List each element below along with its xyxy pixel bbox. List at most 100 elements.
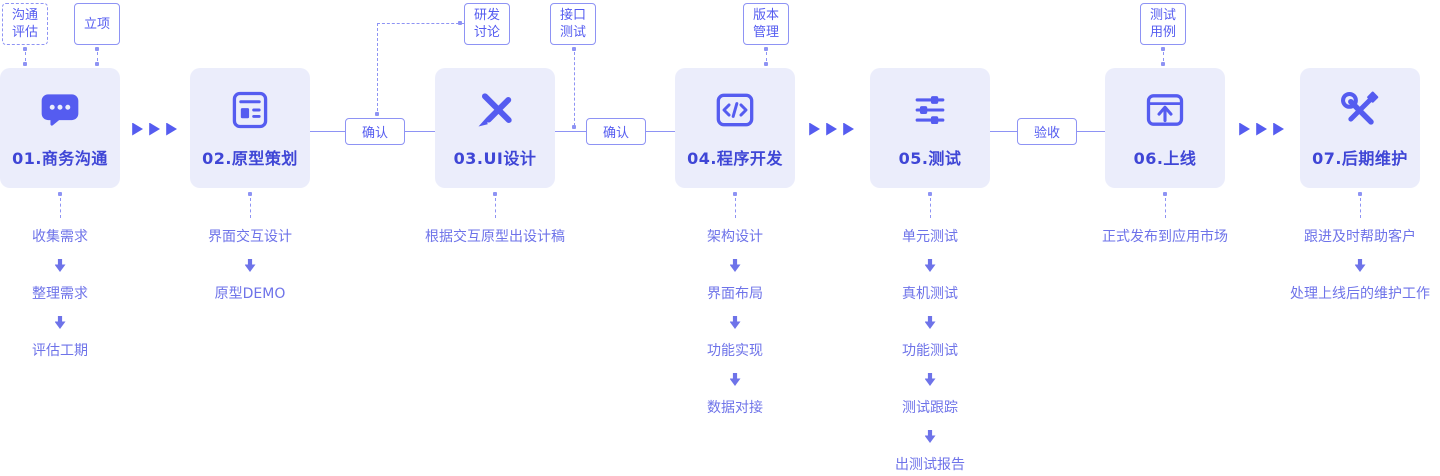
stage-card-prototype-planning: 02.原型策划 xyxy=(190,68,310,188)
stage-title: 01.商务沟通 xyxy=(12,149,108,168)
stage-title: 07.后期维护 xyxy=(1312,149,1408,168)
connector-dot xyxy=(95,62,99,66)
dashed-connector xyxy=(735,198,736,218)
dashed-connector xyxy=(377,23,378,116)
step-item: 功能实现 xyxy=(707,343,763,359)
flow-arrows-icon xyxy=(808,122,854,136)
arrow-right-icon xyxy=(149,122,160,136)
step-item: 整理需求 xyxy=(32,286,88,302)
acceptance-badge: 验收 xyxy=(1017,118,1077,145)
step-item: 跟进及时帮助客户 xyxy=(1304,229,1416,245)
prototype-icon xyxy=(228,88,272,132)
stage-card-business-communication: 01.商务沟通 xyxy=(0,68,120,188)
step-item: 架构设计 xyxy=(707,229,763,245)
step-item: 根据交互原型出设计稿 xyxy=(425,229,565,245)
connector-dot xyxy=(248,192,252,196)
connector-dot xyxy=(493,192,497,196)
connector-dot xyxy=(572,47,576,51)
step-item: 数据对接 xyxy=(707,400,763,416)
tag-api-test: 接口 测试 xyxy=(550,3,596,45)
step-item: 出测试报告 xyxy=(895,457,965,473)
down-arrow-icon xyxy=(54,316,66,329)
tag-version-control: 版本 管理 xyxy=(743,3,789,45)
arrow-right-icon xyxy=(132,122,143,136)
stage-title: 05.测试 xyxy=(898,149,962,168)
confirm-badge: 确认 xyxy=(586,118,646,145)
stage-card-ui-design: 03.UI设计 xyxy=(435,68,555,188)
down-arrow-icon xyxy=(729,316,741,329)
down-arrow-icon xyxy=(924,373,936,386)
down-arrow-icon xyxy=(244,259,256,272)
code-icon xyxy=(713,88,757,132)
confirm-badge: 确认 xyxy=(345,118,405,145)
dashed-connector xyxy=(1165,198,1166,218)
dashed-connector xyxy=(1360,198,1361,218)
step-item: 界面交互设计 xyxy=(208,229,292,245)
step-item: 收集需求 xyxy=(32,229,88,245)
dashed-connector xyxy=(574,52,575,126)
connector-dot xyxy=(23,47,27,51)
stage-title: 02.原型策划 xyxy=(202,149,298,168)
connector-line xyxy=(1077,131,1105,132)
stage-title: 04.程序开发 xyxy=(687,149,783,168)
tag-project-approval: 立项 xyxy=(74,3,120,45)
stage-card-development: 04.程序开发 xyxy=(675,68,795,188)
down-arrow-icon xyxy=(924,316,936,329)
dashed-connector xyxy=(97,52,98,61)
connector-dot xyxy=(95,47,99,51)
down-arrow-icon xyxy=(54,259,66,272)
connector-dot xyxy=(458,21,462,25)
stage-title: 03.UI设计 xyxy=(453,149,537,168)
down-arrow-icon xyxy=(729,259,741,272)
step-item: 处理上线后的维护工作 xyxy=(1290,286,1430,302)
down-arrow-icon xyxy=(1354,259,1366,272)
down-arrow-icon xyxy=(924,259,936,272)
steps-prototype-planning: 界面交互设计 原型DEMO xyxy=(140,227,360,304)
connector-line xyxy=(310,131,345,132)
step-item: 评估工期 xyxy=(32,343,88,359)
connector-line xyxy=(555,131,586,132)
steps-maintenance: 跟进及时帮助客户 处理上线后的维护工作 xyxy=(1250,227,1440,304)
sliders-icon xyxy=(908,88,952,132)
connector-dot xyxy=(733,192,737,196)
arrow-right-icon xyxy=(809,122,820,136)
arrow-right-icon xyxy=(826,122,837,136)
arrow-right-icon xyxy=(1256,122,1267,136)
connector-dot xyxy=(1163,192,1167,196)
connector-dot xyxy=(764,62,768,66)
stage-card-maintenance: 07.后期维护 xyxy=(1300,68,1420,188)
connector-dot xyxy=(928,192,932,196)
dashed-connector xyxy=(1163,52,1164,61)
connector-dot xyxy=(1161,62,1165,66)
steps-testing: 单元测试 真机测试 功能测试 测试跟踪 出测试报告 xyxy=(820,227,1040,475)
launch-icon xyxy=(1143,88,1187,132)
steps-ui-design: 根据交互原型出设计稿 xyxy=(385,227,605,247)
stage-title: 06.上线 xyxy=(1133,149,1197,168)
arrow-right-icon xyxy=(843,122,854,136)
dashed-connector xyxy=(25,52,26,61)
step-item: 原型DEMO xyxy=(214,286,286,302)
connector-dot xyxy=(58,192,62,196)
connector-line xyxy=(646,131,675,132)
step-item: 单元测试 xyxy=(902,229,958,245)
dashed-connector xyxy=(766,52,767,61)
flow-arrows-icon xyxy=(1238,122,1284,136)
step-item: 功能测试 xyxy=(902,343,958,359)
dashed-connector xyxy=(377,23,464,24)
step-item: 正式发布到应用市场 xyxy=(1102,229,1228,245)
steps-development: 架构设计 界面布局 功能实现 数据对接 xyxy=(625,227,845,418)
dashed-connector xyxy=(495,198,496,218)
dashed-connector xyxy=(250,198,251,218)
tools-icon xyxy=(1338,88,1382,132)
connector-dot xyxy=(23,62,27,66)
arrow-right-icon xyxy=(1273,122,1284,136)
down-arrow-icon xyxy=(729,373,741,386)
steps-launch: 正式发布到应用市场 xyxy=(1055,227,1275,247)
connector-line xyxy=(405,131,435,132)
down-arrow-icon xyxy=(924,430,936,443)
connector-line xyxy=(990,131,1017,132)
arrow-right-icon xyxy=(1239,122,1250,136)
arrow-right-icon xyxy=(166,122,177,136)
dashed-connector xyxy=(60,198,61,218)
step-item: 测试跟踪 xyxy=(902,400,958,416)
